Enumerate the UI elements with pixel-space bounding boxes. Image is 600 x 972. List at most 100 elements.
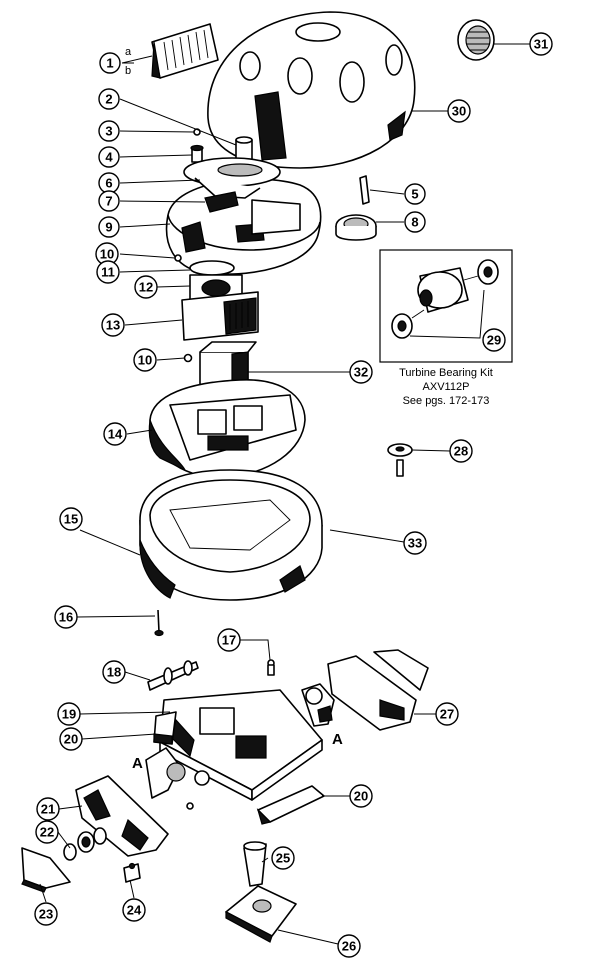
svg-text:4: 4 [105,150,113,165]
svg-text:9: 9 [105,220,112,235]
svg-text:20: 20 [354,789,368,804]
svg-text:5: 5 [411,187,418,202]
callout-23: 23 [34,902,58,926]
kit-part-number: AXV112P [423,381,470,393]
callout-26: 26 [337,934,361,958]
callout-2: 2 [98,88,120,110]
callout-20-rear: 20 [349,784,373,808]
svg-text:12: 12 [139,280,153,295]
callout-5: 5 [404,183,426,205]
callout-27: 27 [435,702,459,726]
svg-text:b: b [125,65,131,77]
part-6-gear-drive [183,157,281,199]
svg-text:17: 17 [222,633,236,648]
part-20-rear-skirt [256,785,325,825]
callout-31: 31 [529,32,553,56]
svg-text:13: 13 [106,318,120,333]
callout-17: 17 [217,628,241,652]
svg-text:28: 28 [454,444,468,459]
part-7-gear-train [204,191,239,213]
callout-20-front: 20 [59,727,83,751]
part-10-screw-lower [183,353,193,363]
callout-22: 22 [35,820,59,844]
svg-text:23: 23 [39,907,53,922]
callout-15: 15 [59,507,83,531]
callout-13: 13 [101,313,125,337]
part-22-wheel [63,827,107,861]
svg-text:14: 14 [108,427,123,442]
part-a-bracket-left [145,747,210,810]
svg-text:a: a [125,46,132,58]
callout-8: 8 [404,211,426,233]
part-10-screw-upper [174,254,182,262]
svg-text:16: 16 [59,610,73,625]
svg-text:33: 33 [408,536,422,551]
svg-text:21: 21 [41,802,55,817]
part-27-side-cover [327,649,429,731]
callout-10-lower: 10 [133,348,157,372]
svg-text:8: 8 [411,215,418,230]
callout-21: 21 [36,797,60,821]
svg-text:32: 32 [354,365,368,380]
part-29-turbine [391,259,499,339]
svg-text:22: 22 [40,825,54,840]
callout-25: 25 [271,846,295,870]
part-23-end-cap [21,847,71,893]
svg-text:1: 1 [106,56,113,71]
svg-text:24: 24 [127,903,142,918]
callout-4: 4 [98,146,120,168]
part-13-motor [181,291,259,341]
svg-text:7: 7 [105,194,112,209]
part-1-grille [151,23,219,79]
svg-text:26: 26 [342,939,356,954]
callout-11: 11 [96,260,120,284]
part-20-front-skirt [153,711,177,745]
part-18-axle [147,660,199,691]
leader-lines [39,43,530,945]
part-15-base-plate [139,469,323,601]
svg-text:19: 19 [62,707,76,722]
part-30-dome [207,11,416,169]
callout-32: 32 [349,360,373,384]
part-17-screw [267,659,275,676]
svg-text:20: 20 [64,732,78,747]
svg-text:30: 30 [452,104,466,119]
part-31-grate [457,19,495,61]
svg-text:25: 25 [276,851,290,866]
callout-18: 18 [102,660,126,684]
callout-28: 28 [449,439,473,463]
callout-12: 12 [134,275,158,299]
part-28-washer [387,443,413,477]
svg-text:27: 27 [440,707,454,722]
callout-19: 19 [57,702,81,726]
svg-text:31: 31 [534,37,548,52]
detail-label-a-left: A [132,755,143,772]
callout-9: 9 [98,216,120,238]
svg-text:2: 2 [105,92,112,107]
kit-page-reference: See pgs. 172-173 [403,395,490,407]
svg-text:10: 10 [100,247,114,262]
svg-text:11: 11 [101,265,115,280]
part-5-pin [359,175,370,205]
svg-text:15: 15 [64,512,78,527]
callout-29: 29 [482,328,506,352]
callout-7: 7 [98,190,120,212]
svg-text:18: 18 [107,665,121,680]
part-9-upper-housing [165,178,322,275]
part-19-chassis [159,689,323,801]
part-25-nozzle [243,841,267,887]
callout-6: 6 [98,172,120,194]
part-11-bearing [189,260,235,276]
part-21-side-panel [75,775,169,857]
part-4-bushing [190,144,204,163]
callout-16: 16 [54,605,78,629]
part-24-clip [123,862,141,883]
svg-text:6: 6 [105,176,112,191]
kit-title: Turbine Bearing Kit [399,367,493,379]
detail-label-a-right: A [332,731,343,748]
svg-text:29: 29 [487,333,501,348]
part-26-plate [225,885,297,943]
callout-14: 14 [103,422,127,446]
callout-3: 3 [98,120,120,142]
svg-text:10: 10 [138,353,152,368]
